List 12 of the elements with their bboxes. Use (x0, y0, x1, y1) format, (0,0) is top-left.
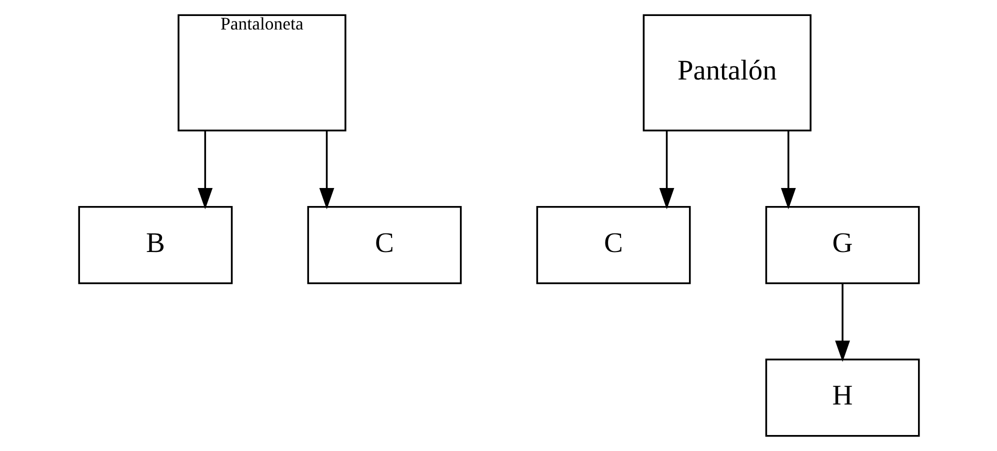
node-box: H (764, 358, 920, 437)
node-box: B (78, 206, 232, 284)
arrow (197, 130, 212, 210)
node-box: C (306, 206, 462, 284)
arrow (834, 284, 850, 362)
node-box: C (536, 206, 690, 284)
node-box: G (764, 206, 920, 284)
arrow (658, 130, 674, 210)
arrow (318, 130, 334, 210)
arrow (780, 130, 796, 210)
node-box: Pantalón (642, 14, 811, 132)
node-box: Pantaloneta (177, 14, 346, 132)
